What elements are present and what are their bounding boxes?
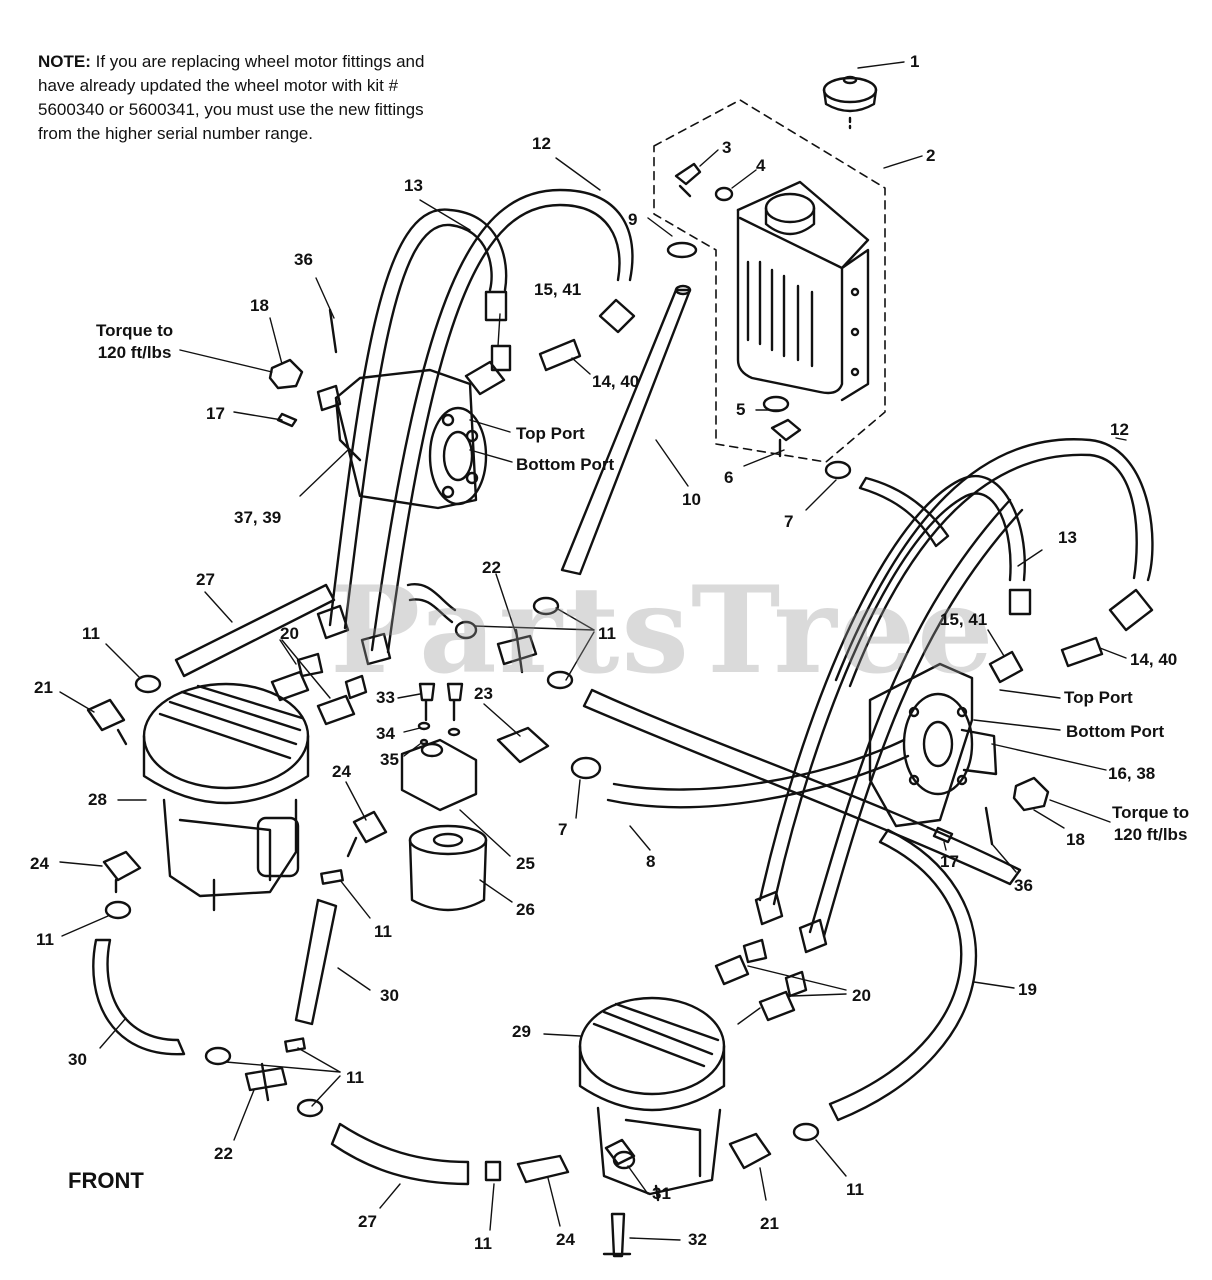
callout-11-f: 11 — [474, 1234, 492, 1253]
callout-13-right: 13 — [1058, 528, 1077, 547]
callout-30-left: 30 — [68, 1050, 87, 1069]
callout-7-top: 7 — [784, 512, 794, 531]
callout-13-left: 13 — [404, 176, 423, 195]
note-prefix: NOTE: — [38, 52, 91, 71]
note-text: NOTE: If you are replacing wheel motor f… — [38, 50, 458, 146]
callout-37-39: 37, 39 — [234, 508, 282, 527]
callout-24-mid: 24 — [332, 762, 351, 781]
torque-right-line1: Torque to — [1112, 803, 1190, 822]
callout-33: 33 — [376, 688, 395, 707]
torque-left-line2: 120 ft/lbs — [97, 343, 172, 362]
callout-18-left: 18 — [250, 296, 269, 315]
callout-27-top: 27 — [196, 570, 215, 589]
reservoir-group — [653, 99, 886, 463]
callout-21-left: 21 — [34, 678, 53, 697]
torque-left-line1: Torque to — [96, 321, 174, 340]
callout-11-c: 11 — [36, 930, 54, 949]
callout-36-left: 36 — [294, 250, 313, 269]
note-body: If you are replacing wheel motor fitting… — [38, 52, 425, 143]
callout-6: 6 — [724, 468, 734, 487]
callout-11-g: 11 — [846, 1180, 864, 1199]
callout-7-mid: 7 — [558, 820, 568, 839]
callout-17-right: 17 — [940, 852, 959, 871]
callout-17-left: 17 — [206, 404, 225, 423]
callout-35: 35 — [380, 750, 399, 769]
callout-14-40-left: 14, 40 — [592, 372, 640, 391]
oil-filter — [400, 738, 488, 912]
callout-20-right: 20 — [852, 986, 871, 1005]
callout-28: 28 — [88, 790, 107, 809]
callout-12-right: 12 — [1110, 420, 1129, 439]
callout-11-a: 11 — [82, 624, 100, 643]
top-port-label-right: Top Port — [1064, 688, 1133, 707]
callout-24-left: 24 — [30, 854, 49, 873]
callout-16-38: 16, 38 — [1108, 764, 1156, 783]
callout-32: 32 — [688, 1230, 707, 1249]
left-wheel-motor — [316, 368, 488, 510]
callout-21-right: 21 — [760, 1214, 779, 1233]
callout-11-b: 11 — [598, 624, 616, 643]
torque-label-right: Torque to 120 ft/lbs — [1112, 802, 1189, 846]
front-label: FRONT — [68, 1168, 144, 1193]
torque-right-line2: 120 ft/lbs — [1113, 825, 1188, 844]
callout-10: 10 — [682, 490, 701, 509]
callout-12-left: 12 — [532, 134, 551, 153]
right-pump — [578, 996, 726, 1202]
callout-25: 25 — [516, 854, 535, 873]
callout-9: 9 — [628, 210, 638, 229]
callout-5: 5 — [736, 400, 746, 419]
bottom-port-label-right: Bottom Port — [1066, 722, 1165, 741]
watermark: PartsTree — [330, 560, 996, 701]
callout-20-left: 20 — [280, 624, 299, 643]
callout-2: 2 — [926, 146, 936, 165]
left-pump — [142, 682, 310, 912]
callout-11-d: 11 — [374, 922, 392, 941]
callout-15-41-right: 15, 41 — [940, 610, 988, 629]
callout-36-right: 36 — [1014, 876, 1033, 895]
callout-19: 19 — [1018, 980, 1037, 999]
callout-22-top: 22 — [482, 558, 501, 577]
callout-4: 4 — [756, 156, 766, 175]
callout-14-40-right: 14, 40 — [1130, 650, 1178, 669]
torque-label-left: Torque to 120 ft/lbs — [96, 320, 173, 364]
filler-cap — [822, 75, 878, 130]
right-wheel-motor — [868, 662, 998, 828]
top-port-label-left: Top Port — [516, 424, 585, 443]
callout-15-41-left: 15, 41 — [534, 280, 582, 299]
callout-18-right: 18 — [1066, 830, 1085, 849]
callout-8: 8 — [646, 852, 656, 871]
callout-23: 23 — [474, 684, 493, 703]
callout-11-e: 11 — [346, 1068, 364, 1087]
callout-27-bottom: 27 — [358, 1212, 377, 1231]
callout-26: 26 — [516, 900, 535, 919]
callout-30-mid: 30 — [380, 986, 399, 1005]
callout-24-bottom: 24 — [556, 1230, 575, 1249]
callout-34: 34 — [376, 724, 395, 743]
bottom-port-label-left: Bottom Port — [516, 455, 615, 474]
callout-29: 29 — [512, 1022, 531, 1041]
callout-31: 31 — [652, 1184, 671, 1203]
callout-1: 1 — [910, 52, 920, 71]
callout-22-bottom: 22 — [214, 1144, 233, 1163]
callout-3: 3 — [722, 138, 732, 157]
